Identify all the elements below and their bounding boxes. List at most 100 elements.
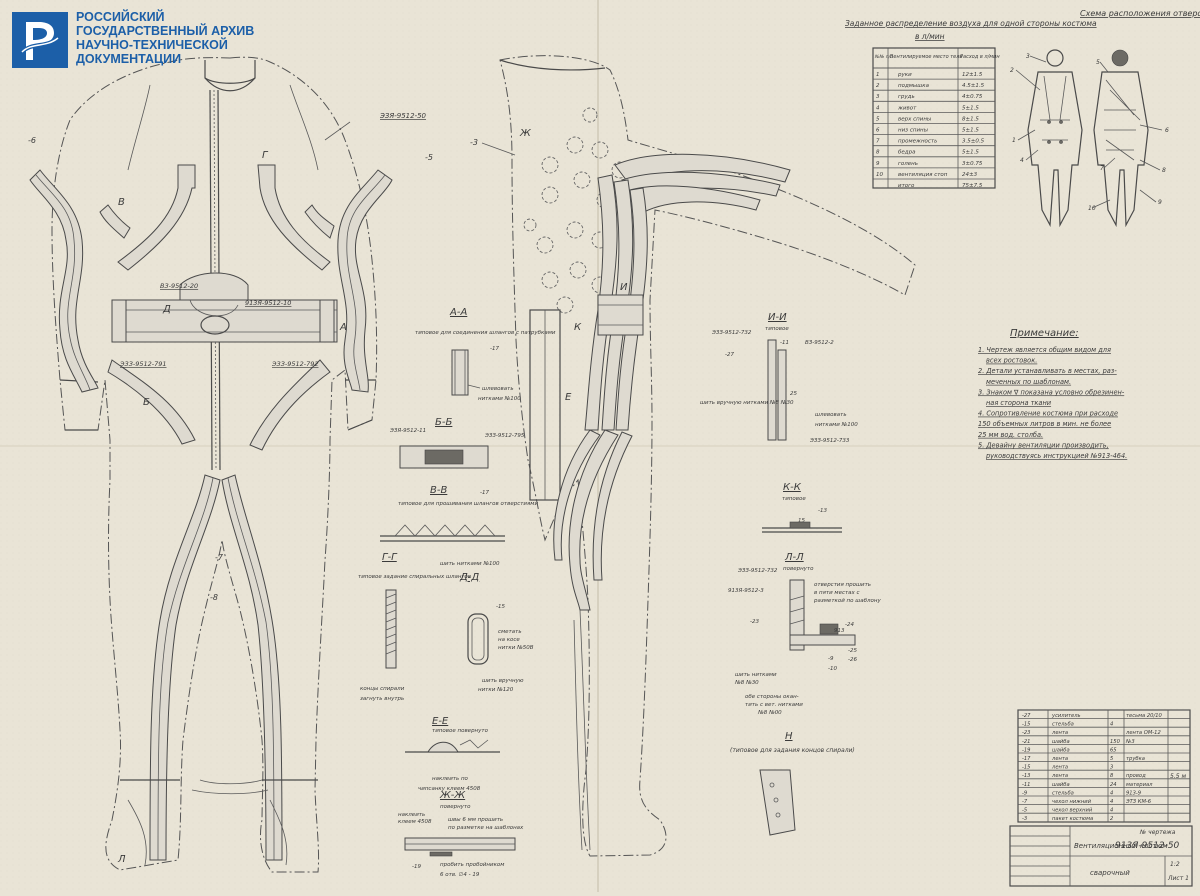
section-zhzh-l5: пробить пробойником: [440, 862, 504, 868]
section-ll-l7: №8 №30: [734, 680, 759, 686]
section-zhzh-l3: швы 6 мм прошить: [448, 817, 503, 823]
section-n-title: Н: [785, 731, 793, 742]
scheme-figure-front: [1027, 49, 1083, 228]
spec-row-qty: 5: [1110, 756, 1114, 762]
section-ii-n1: -27: [725, 352, 734, 358]
callout-front-5: -5: [425, 153, 433, 162]
section-zh-zh: Ж-Ж повернуто наклеить клеем 4508 швы 6 …: [398, 790, 524, 878]
title-block: № чертежа 913Я-9512-50 Вентиляционный ко…: [1009, 825, 1193, 887]
archive-logo: [12, 12, 68, 68]
section-l-l: Л-Л повернуто ЭЗЗ-9512-732 913Я-9512-3 о…: [728, 552, 882, 716]
section-a-a: А-А типовое для соединения шлангов с пат…: [415, 307, 556, 402]
section-dd-l1: сметать: [498, 629, 522, 635]
spec-row-pos: -17: [1022, 756, 1031, 762]
side-suit-view: Ж К И Е -3: [470, 55, 916, 857]
callout-front-6: -6: [28, 136, 36, 145]
air-row-place: вентиляция стоп: [898, 172, 948, 178]
section-vv-sub: типовое для прошивания шлангов отверстия…: [398, 501, 538, 507]
spec-row-name: чехол нижний: [1052, 799, 1092, 805]
section-dd-title: Д-Д: [459, 572, 479, 583]
air-table-header-flow: Расход в л/мин: [960, 54, 1000, 60]
air-row-place: промежность: [898, 139, 937, 145]
air-row-flow: 4.5±1.5: [962, 83, 985, 89]
section-ii-n2: -11: [780, 340, 789, 346]
note-line: ная сторона ткани: [986, 399, 1052, 407]
air-row-num: 4: [876, 105, 880, 111]
section-dd-num: -15: [496, 604, 505, 610]
section-ii-l1: ЭЗЗ-9512-732: [711, 330, 752, 336]
section-bb-l2: ЭЗЗ-9512-795: [484, 433, 525, 439]
notes-title: Примечание:: [1010, 328, 1079, 339]
spec-row-pos: -7: [1022, 799, 1028, 805]
note-line: 2. Детали устанавливать в местах, раз-: [978, 367, 1117, 375]
section-letter-d: Д: [162, 304, 171, 315]
air-row-place: бедра: [898, 150, 916, 156]
scheme-num-4: 4: [1020, 157, 1024, 164]
spec-right-note: 5.5 м: [1170, 773, 1186, 780]
note-line: руководствуясь инструкцией №913-464.: [985, 452, 1127, 460]
section-kk-title: К-К: [783, 482, 802, 493]
spec-row-name: стельба: [1052, 722, 1074, 728]
spec-row-qty: 4: [1110, 722, 1113, 728]
section-ll-title: Л-Л: [784, 552, 804, 563]
spec-row-pos: -9: [1022, 790, 1027, 796]
spec-row-pos: -13: [1022, 773, 1030, 779]
section-n-sub: (типовое для задания концов спирали): [730, 747, 855, 754]
section-letter-e: Е: [565, 392, 572, 403]
spec-row-qty: 2: [1110, 816, 1113, 822]
section-zhzh-l1: наклеить: [398, 812, 425, 818]
archive-name: РОССИЙСКИЙ ГОСУДАРСТВЕННЫЙ АРХИВ НАУЧНО-…: [76, 10, 276, 66]
air-row-num: 5: [876, 116, 880, 122]
section-aa-l1: шлевовать: [482, 386, 514, 392]
spec-row-material: №3: [1125, 739, 1135, 745]
title-sheet-label: Лист 1: [1167, 875, 1189, 882]
hole-scheme: Схема расположения отверстий для выхода …: [1010, 9, 1200, 228]
note-line: 5. Девайну вентиляции производить,: [978, 441, 1109, 449]
spec-row-pos: -21: [1022, 739, 1030, 745]
air-row-place: голень: [898, 161, 918, 167]
air-row-num: 10: [876, 172, 883, 178]
section-letter-zh: Ж: [519, 128, 532, 139]
spec-row-pos: -5: [1022, 808, 1028, 814]
title-name: Вентиляционный костюм: [1074, 842, 1168, 850]
spec-row-name: стельба: [1052, 790, 1074, 796]
section-ii-l5: нитками №100: [815, 422, 858, 428]
part-label-main: ЭЗЯ-9512-50: [379, 112, 427, 120]
section-letter-l: Л: [117, 854, 126, 865]
spec-row-pos: -3: [1022, 816, 1027, 822]
air-row-place: подмышка: [898, 83, 930, 89]
spec-row-qty: 24: [1110, 782, 1117, 788]
section-letter-b: Б: [143, 397, 150, 408]
scheme-figure-back: [1093, 49, 1149, 228]
section-dd-l3: нитки №50В: [498, 645, 534, 651]
air-table-title: Заданное распределение воздуха для одной…: [845, 19, 1097, 28]
callout-side-3: -3: [470, 138, 478, 147]
note-line: всех ростовок.: [986, 357, 1037, 365]
section-kk-n2: 15: [798, 518, 805, 524]
spec-row-material: материал: [1126, 782, 1153, 788]
scheme-num-3: 3: [1026, 53, 1030, 60]
part-label-10: 913Я-9512-10: [245, 299, 291, 307]
section-ll-l3: отверстия прошить: [814, 582, 871, 588]
air-row-flow: 5±1.5: [962, 128, 979, 134]
section-bb-title: Б-Б: [435, 417, 452, 428]
section-letter-i: И: [620, 282, 628, 293]
section-dd-l5: нитки №120: [478, 687, 514, 693]
air-row-place: верх спины: [898, 116, 932, 122]
spec-row-material: 913-9: [1126, 790, 1141, 796]
section-kk-sub: типовое: [782, 496, 806, 502]
section-ll-l10: №8 №00: [757, 710, 782, 716]
section-ll-l4: в пяти местах с: [814, 590, 860, 596]
section-k-k: К-К типовое -13 15: [762, 482, 842, 533]
section-ll-l1: ЭЗЗ-9512-732: [737, 568, 778, 574]
air-row-num: 2: [876, 83, 880, 89]
title-doc-label: № чертежа: [1139, 829, 1176, 836]
spec-row-name: лента: [1051, 765, 1068, 771]
callout-front-7: -7: [215, 553, 224, 562]
air-table-unit: в л/мин: [915, 32, 945, 41]
title-sheets: 1:2: [1170, 861, 1180, 868]
air-row-num: 6: [876, 128, 880, 134]
spec-row-qty: 65: [1110, 747, 1117, 753]
